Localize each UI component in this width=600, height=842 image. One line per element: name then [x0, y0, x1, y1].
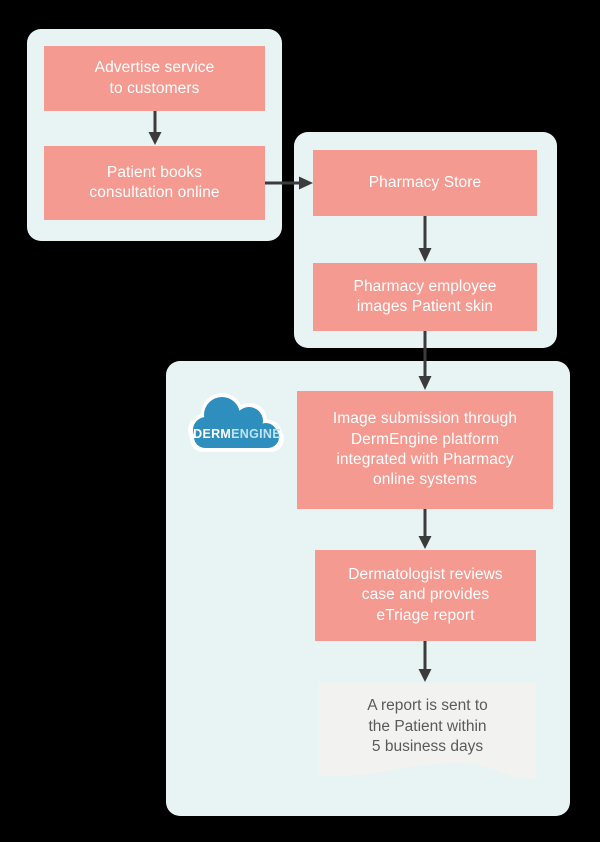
- connector-books-to-store: [265, 168, 315, 198]
- node-dermatologist-review-label: Dermatologist reviews case and provides …: [348, 565, 503, 624]
- node-pharmacy-employee-images: Pharmacy employee images Patient skin: [313, 263, 537, 331]
- node-report-sent-label: A report is sent to the Patient within 5…: [367, 697, 488, 756]
- node-pharmacy-store: Pharmacy Store: [313, 150, 537, 216]
- dermengine-cloud-icon: DERMENGINE: [182, 392, 292, 460]
- dermengine-wordmark-primary: DERM: [193, 427, 232, 441]
- node-patient-books-consultation: Patient books consultation online: [44, 146, 265, 220]
- dermengine-wordmark: DERMENGINE: [182, 428, 292, 441]
- connector-store-to-employee: [410, 216, 440, 264]
- node-image-submission: Image submission through DermEngine plat…: [297, 391, 553, 509]
- connector-review-to-report: [410, 641, 440, 684]
- connector-submission-to-review: [410, 509, 440, 551]
- node-advertise-service-label: Advertise service to customers: [94, 59, 215, 97]
- node-advertise-service: Advertise service to customers: [44, 46, 265, 111]
- dermengine-wordmark-secondary: ENGINE: [231, 427, 281, 441]
- node-image-submission-label: Image submission through DermEngine plat…: [332, 410, 518, 489]
- connector-advertise-to-books: [140, 111, 170, 147]
- node-report-sent: A report is sent to the Patient within 5…: [319, 683, 536, 788]
- node-dermatologist-review: Dermatologist reviews case and provides …: [315, 550, 536, 641]
- node-pharmacy-employee-images-label: Pharmacy employee images Patient skin: [353, 277, 497, 315]
- node-patient-books-consultation-label: Patient books consultation online: [89, 163, 220, 201]
- connector-employee-to-submission: [410, 331, 440, 392]
- node-pharmacy-store-label: Pharmacy Store: [368, 173, 482, 191]
